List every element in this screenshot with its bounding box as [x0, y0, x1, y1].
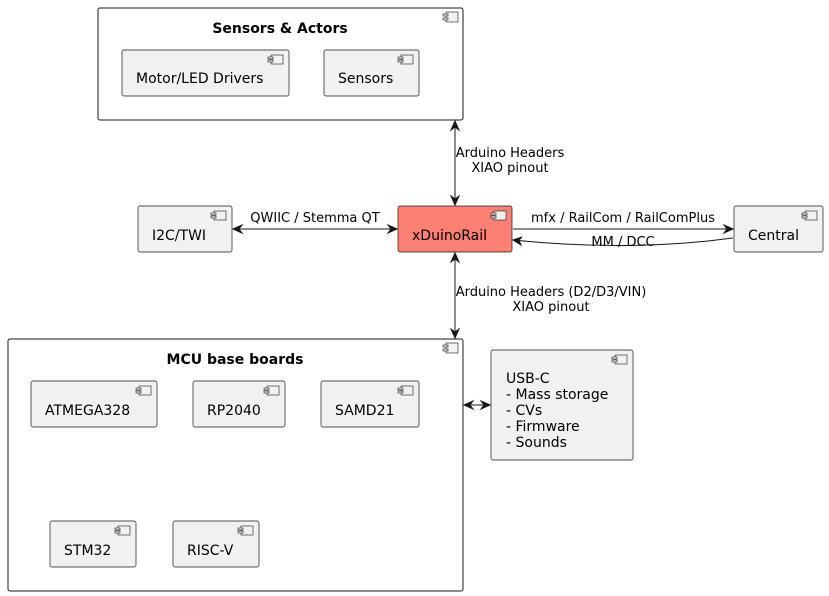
component-icon — [397, 385, 414, 396]
edge-label: mfx / RailCom / RailComPlus — [531, 211, 715, 226]
component-icon — [611, 354, 628, 365]
component-atmega328: ATMEGA328 — [30, 380, 158, 428]
component-samd21: SAMD21 — [320, 380, 420, 428]
component-icon — [135, 385, 152, 396]
usb-c-line: - Firmware — [506, 419, 580, 435]
component-usb-c: USB-C - Mass storage - CVs - Firmware - … — [490, 349, 634, 461]
edge-qwiic: QWIIC / Stemma QT — [231, 211, 399, 235]
usb-c-title: USB-C — [506, 371, 550, 387]
edge-label: Arduino Headers — [456, 146, 565, 161]
component-motor-led-drivers: Motor/LED Drivers — [121, 49, 290, 97]
component-label: STM32 — [64, 543, 111, 559]
component-icon — [210, 210, 227, 221]
component-xduinorail: xDuinoRail — [397, 205, 513, 253]
package-mcu-base-boards: MCU base boards ATMEGA328 RP2040 — [7, 338, 464, 592]
edge-arduino-headers-bottom: Arduino Headers (D2/D3/VIN) XIAO pinout — [449, 251, 647, 340]
usb-c-line: - Sounds — [506, 435, 567, 451]
edge-label: Arduino Headers (D2/D3/VIN) — [456, 285, 647, 300]
edge-usb-c — [462, 399, 492, 411]
edge-to-central: mfx / RailCom / RailComPlus — [513, 211, 735, 235]
component-icon — [442, 11, 459, 23]
edge-arduino-headers-top: Arduino Headers XIAO pinout — [449, 119, 565, 207]
component-sensors: Sensors — [323, 49, 420, 97]
edge-label: XIAO pinout — [471, 161, 548, 176]
component-risc-v: RISC-V — [172, 520, 260, 568]
component-icon — [490, 210, 507, 221]
component-central: Central — [733, 205, 824, 253]
component-label: Sensors — [338, 71, 393, 87]
package-title: Sensors & Actors — [212, 21, 347, 37]
component-stm32: STM32 — [49, 520, 137, 568]
component-label: ATMEGA328 — [45, 403, 130, 419]
edge-label: QWIIC / Stemma QT — [250, 211, 379, 226]
component-icon — [801, 210, 818, 221]
component-icon — [442, 342, 459, 354]
component-icon — [263, 385, 280, 396]
usb-c-line: - CVs — [506, 403, 542, 419]
component-icon — [114, 525, 131, 536]
component-label: SAMD21 — [335, 403, 394, 419]
edge-label: XIAO pinout — [512, 300, 589, 315]
usb-c-line: - Mass storage — [506, 387, 608, 403]
component-icon — [397, 54, 414, 65]
component-label: Central — [748, 228, 799, 244]
component-i2c-twi: I2C/TWI — [137, 205, 233, 253]
component-label: Motor/LED Drivers — [136, 71, 263, 87]
edge-label: MM / DCC — [591, 235, 654, 250]
package-title: MCU base boards — [167, 352, 304, 368]
component-rp2040: RP2040 — [192, 380, 286, 428]
component-label: I2C/TWI — [152, 228, 206, 244]
edge-from-central: MM / DCC — [511, 235, 734, 250]
component-label: RP2040 — [207, 403, 261, 419]
component-label: RISC-V — [187, 543, 234, 559]
component-label: xDuinoRail — [412, 228, 487, 244]
package-sensors-actors: Sensors & Actors Motor/LED Drivers Senso… — [97, 7, 464, 121]
component-icon — [267, 54, 284, 65]
component-icon — [237, 525, 254, 536]
